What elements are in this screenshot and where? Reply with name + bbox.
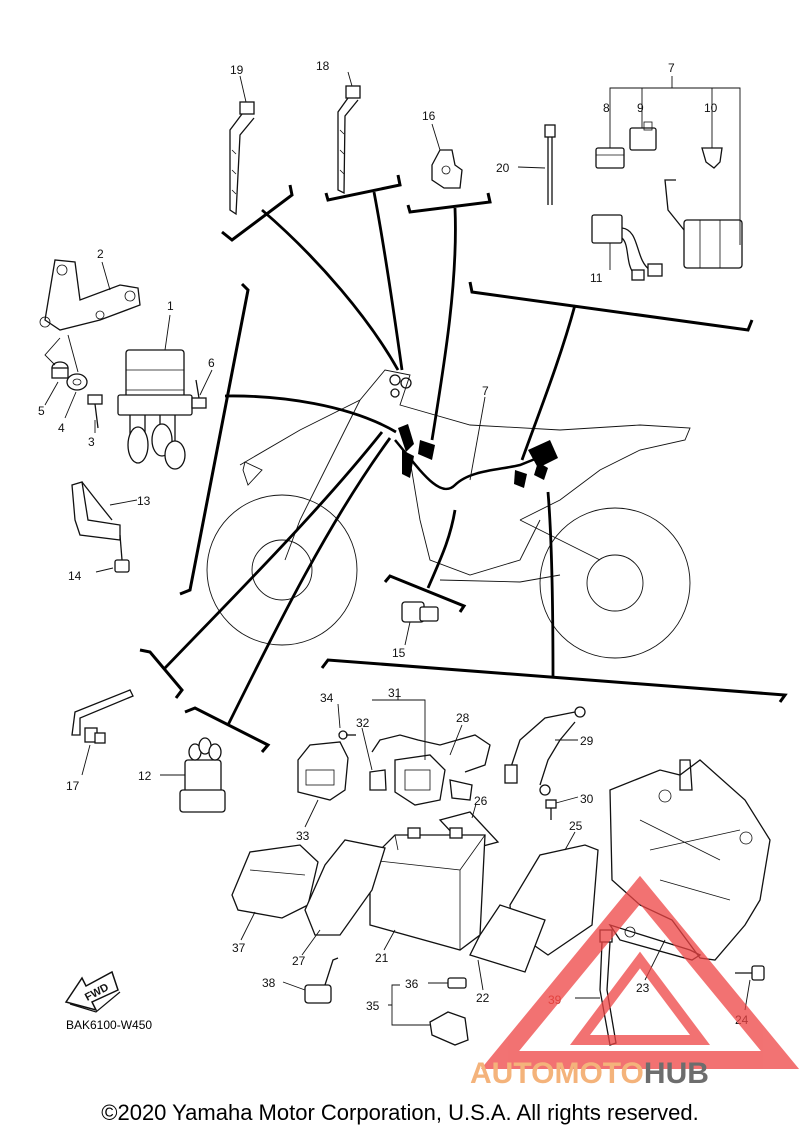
callout-labels: 1 2 3 4 5 6 7 7 8 9 10 11 12 13 14 15 16… xyxy=(38,59,749,1027)
diagram-code: BAK6100-W450 xyxy=(66,1018,153,1032)
panel-27 xyxy=(304,839,386,936)
bracket-13 xyxy=(71,481,121,541)
coupler-12 xyxy=(179,737,226,813)
zone-bracket-15 xyxy=(383,509,467,613)
callout-37: 37 xyxy=(232,941,246,955)
bracket-2 xyxy=(39,259,141,331)
callout-27: 27 xyxy=(292,954,306,968)
connector-cap-8 xyxy=(595,147,625,169)
callout-7-center: 7 xyxy=(482,384,489,398)
bolt-30 xyxy=(545,799,557,820)
sensor-17 xyxy=(71,689,134,744)
callout-9: 9 xyxy=(637,101,644,115)
connector-cap-9 xyxy=(629,121,657,151)
clamp-16 xyxy=(431,149,463,189)
callout-7-top: 7 xyxy=(668,61,675,75)
zone-bracket-19 xyxy=(221,184,400,371)
callout-38: 38 xyxy=(262,976,276,990)
callout-18: 18 xyxy=(316,59,330,73)
relay-unit-1 xyxy=(117,349,193,470)
watermark-triangle-logo xyxy=(480,875,800,1069)
callout-16: 16 xyxy=(422,109,436,123)
callout-28: 28 xyxy=(456,711,470,725)
zone-bracket-12 xyxy=(184,437,392,753)
forward-arrow-icon: FWD xyxy=(64,970,121,1013)
callout-15: 15 xyxy=(392,646,406,660)
watermark-text: AUTOMOTOHUB xyxy=(470,1057,709,1091)
cover-33 xyxy=(297,741,349,801)
callout-10: 10 xyxy=(704,101,718,115)
watermark-part1: AUTOMOTO xyxy=(470,1057,644,1090)
callout-23: 23 xyxy=(636,981,650,995)
bolt-6 xyxy=(191,379,207,409)
cable-tie-18 xyxy=(337,85,361,195)
collar-5 xyxy=(51,361,69,379)
callout-31: 31 xyxy=(388,686,402,700)
coupler-35 xyxy=(429,1011,469,1046)
cable-tie-20 xyxy=(544,124,556,205)
callout-17: 17 xyxy=(66,779,80,793)
bolt-15 xyxy=(401,601,439,623)
zone-bracket-left xyxy=(179,282,397,596)
callout-4: 4 xyxy=(58,421,65,435)
callout-3: 3 xyxy=(88,435,95,449)
bolt-3 xyxy=(87,394,103,429)
callout-35: 35 xyxy=(366,999,380,1013)
callout-32: 32 xyxy=(356,716,370,730)
callout-12: 12 xyxy=(138,769,152,783)
callout-21: 21 xyxy=(375,951,389,965)
cap-10 xyxy=(701,147,723,169)
cable-tie-19 xyxy=(229,101,255,216)
relay-bracket-31 xyxy=(369,734,491,806)
callout-34: 34 xyxy=(320,691,334,705)
battery-box-23 xyxy=(608,759,771,961)
coupler-11 xyxy=(591,214,663,281)
cover-37 xyxy=(231,844,319,919)
bolt-14 xyxy=(114,534,130,573)
callout-22: 22 xyxy=(476,991,490,1005)
callout-2: 2 xyxy=(97,247,104,261)
grommet-4 xyxy=(66,373,88,391)
callout-14: 14 xyxy=(68,569,82,583)
callout-30: 30 xyxy=(580,792,594,806)
motorcycle-outline xyxy=(206,369,691,659)
callout-25: 25 xyxy=(569,819,583,833)
callout-33: 33 xyxy=(296,829,310,843)
watermark-part2: HUB xyxy=(643,1057,709,1090)
callout-19: 19 xyxy=(230,63,244,77)
callout-8: 8 xyxy=(603,101,610,115)
callout-20: 20 xyxy=(496,161,510,175)
zone-bracket-17 xyxy=(139,431,384,699)
leader-lines xyxy=(44,71,751,1026)
bolt-24 xyxy=(735,965,765,981)
callout-29: 29 xyxy=(580,734,594,748)
callout-26: 26 xyxy=(474,794,488,808)
callout-6: 6 xyxy=(208,356,215,370)
copyright-notice: ©2020 Yamaha Motor Corporation, U.S.A. A… xyxy=(101,1100,699,1125)
screw-34 xyxy=(338,730,356,740)
zone-bracket-7 xyxy=(468,281,754,461)
sensor-38 xyxy=(304,957,339,1004)
callout-11: 11 xyxy=(590,271,603,285)
connector-36 xyxy=(447,977,467,989)
callout-1: 1 xyxy=(167,299,174,313)
pad-22 xyxy=(469,904,546,973)
wire-harness xyxy=(389,374,558,491)
callout-13: 13 xyxy=(137,494,151,508)
battery-lead-29 xyxy=(504,706,586,796)
zone-bracket-bottom xyxy=(320,491,788,703)
zone-bracket-18 xyxy=(324,174,404,371)
zone-bracket-16 xyxy=(406,192,492,441)
sub-harness-7 xyxy=(664,179,743,269)
callout-36: 36 xyxy=(405,977,419,991)
battery-21 xyxy=(369,827,486,951)
callout-5: 5 xyxy=(38,404,45,418)
